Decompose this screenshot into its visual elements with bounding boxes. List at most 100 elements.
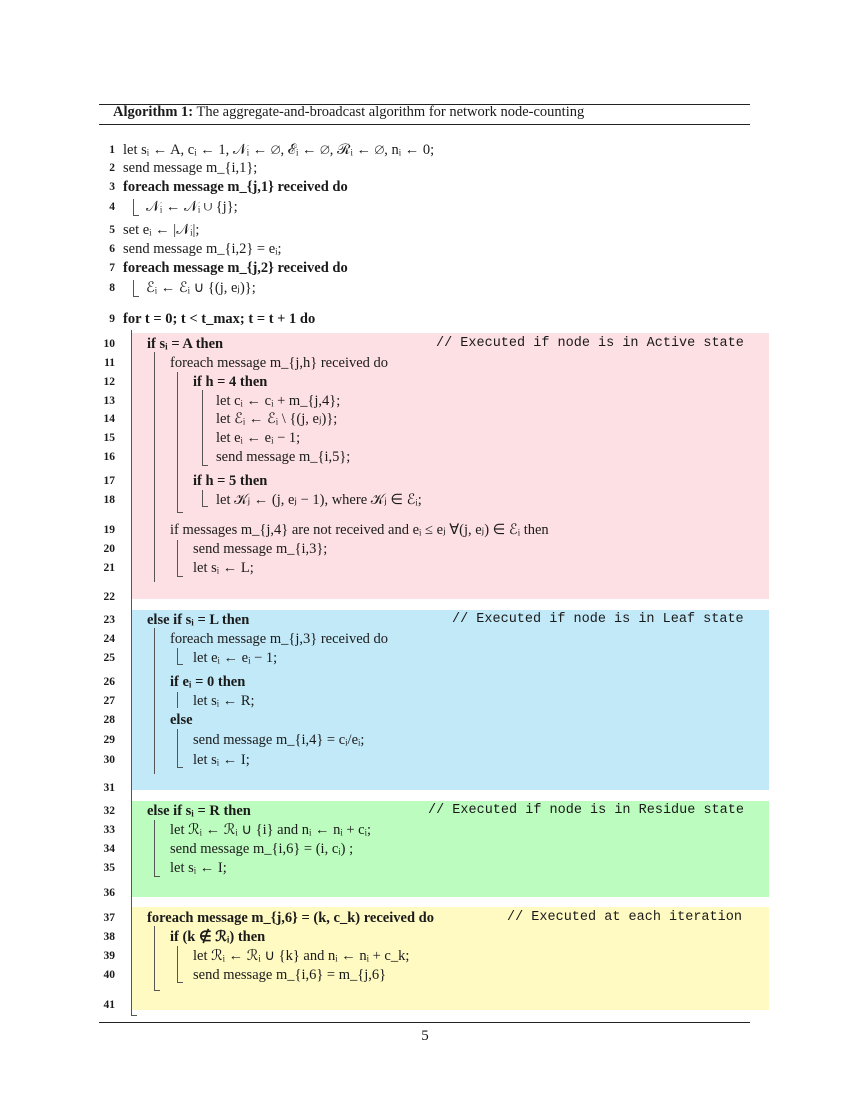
scope-bar [177, 692, 178, 708]
line-number: 16 [103, 451, 116, 463]
code-line: let sᵢ ← R; [193, 693, 255, 709]
line-number: 17 [103, 475, 116, 487]
line-number: 30 [103, 754, 116, 766]
code-line: else if sᵢ = R then [147, 803, 251, 819]
comment-residue: // Executed if node is in Residue state [428, 803, 744, 818]
comment-leaf: // Executed if node is in Leaf state [452, 612, 744, 627]
code-line: let cᵢ ← cᵢ + m_{j,4}; [216, 393, 341, 409]
line-number: 12 [103, 376, 116, 388]
scope-end [177, 767, 183, 768]
code-line: let sᵢ ← L; [193, 560, 254, 576]
code-line: set eᵢ ← |𝒩ᵢ|; [123, 222, 200, 238]
code-line: let sᵢ ← I; [170, 860, 227, 876]
code-line: foreach message m_{j,6} = (k, c_k) recei… [147, 910, 434, 926]
line-number: 13 [103, 395, 116, 407]
comment-active: // Executed if node is in Active state [436, 336, 744, 351]
line-number: 37 [103, 912, 116, 924]
line-number: 19 [103, 524, 116, 536]
code-line: else [170, 712, 193, 728]
code-line: send message m_{i,5}; [216, 449, 351, 465]
residue-state-block [132, 801, 769, 897]
line-number: 29 [103, 734, 116, 746]
line-number: 14 [103, 413, 116, 425]
line-number: 28 [103, 714, 116, 726]
line-number: 36 [103, 887, 116, 899]
line-number: 35 [103, 862, 116, 874]
scope-end [202, 506, 208, 507]
line-number: 3 [109, 181, 115, 193]
scope-bar [133, 280, 134, 296]
scope-bar [177, 729, 178, 767]
line-number: 18 [103, 494, 116, 506]
line-number: 24 [103, 633, 116, 645]
line-number: 11 [104, 357, 115, 369]
scope-bar [177, 372, 178, 512]
code-line: if h = 5 then [193, 473, 268, 489]
code-line: foreach message m_{j,2} received do [123, 260, 348, 276]
line-number: 2 [109, 162, 115, 174]
line-number: 15 [103, 432, 116, 444]
scope-bar [177, 946, 178, 982]
code-line: foreach message m_{j,1} received do [123, 179, 348, 195]
scope-bar [154, 628, 155, 774]
scope-end [177, 512, 183, 513]
line-number: 5 [109, 224, 115, 236]
code-line: if eᵢ = 0 then [170, 674, 246, 690]
line-number: 6 [109, 243, 115, 255]
scope-end [154, 876, 160, 877]
algorithm-caption: Algorithm 1: The aggregate-and-broadcast… [113, 104, 584, 121]
line-number: 38 [103, 931, 116, 943]
line-number: 32 [103, 805, 116, 817]
scope-bar [177, 540, 178, 576]
caption-bottom-rule [99, 124, 750, 125]
scope-end [177, 664, 183, 665]
scope-end [177, 576, 183, 577]
code-line: send message m_{i,6} = (i, cᵢ) ; [170, 841, 354, 857]
scope-bar [154, 352, 155, 582]
code-line: if messages m_{j,4} are not received and… [170, 522, 549, 538]
scope-bar [131, 330, 132, 1015]
code-line: if h = 4 then [193, 374, 268, 390]
line-number: 26 [103, 676, 116, 688]
code-line: let ℛᵢ ← ℛᵢ ∪ {i} and nᵢ ← nᵢ + cᵢ; [170, 822, 372, 838]
line-number: 31 [103, 782, 116, 794]
line-number: 9 [109, 313, 115, 325]
scope-end [131, 1015, 137, 1016]
scope-end [133, 296, 139, 297]
line-number: 40 [103, 969, 116, 981]
line-number: 20 [103, 543, 116, 555]
line-number: 22 [103, 591, 116, 603]
comment-iteration: // Executed at each iteration [507, 910, 742, 925]
code-line: for t = 0; t < t_max; t = t + 1 do [123, 311, 316, 327]
line-number: 41 [103, 999, 116, 1011]
line-number: 23 [103, 614, 116, 626]
scope-end [154, 990, 160, 991]
code-line: if (k ∉ ℛᵢ) then [170, 929, 266, 945]
line-number: 8 [109, 282, 115, 294]
code-line: foreach message m_{j,3} received do [170, 631, 389, 647]
code-line: let ℰᵢ ← ℰᵢ \ {(j, eⱼ)}; [216, 411, 338, 427]
line-number: 4 [109, 201, 115, 213]
code-line: let ℛᵢ ← ℛᵢ ∪ {k} and nᵢ ← nᵢ + c_k; [193, 948, 410, 964]
active-state-block [132, 333, 769, 599]
code-line: send message m_{i,1}; [123, 160, 258, 176]
leaf-state-block [132, 610, 769, 790]
line-number: 7 [109, 262, 115, 274]
scope-bar [154, 820, 155, 876]
scope-end [177, 982, 183, 983]
code-line: else if sᵢ = L then [147, 612, 250, 628]
line-number: 39 [103, 950, 116, 962]
line-number: 1 [109, 144, 115, 156]
code-line: send message m_{i,2} = eᵢ; [123, 241, 282, 257]
page-number: 5 [421, 1028, 429, 1044]
line-number: 27 [103, 695, 116, 707]
code-line: let sᵢ ← I; [193, 752, 250, 768]
code-line: let eᵢ ← eᵢ − 1; [193, 650, 278, 666]
line-number: 10 [103, 338, 116, 350]
code-line: send message m_{i,3}; [193, 541, 328, 557]
code-line: let sᵢ ← A, cᵢ ← 1, 𝒩ᵢ ← ∅, ℰᵢ ← ∅, ℛᵢ ←… [123, 142, 435, 158]
scope-bar [154, 926, 155, 990]
scope-bar [202, 390, 203, 465]
caption-label: Algorithm 1: [113, 104, 194, 120]
scope-bar [177, 648, 178, 664]
